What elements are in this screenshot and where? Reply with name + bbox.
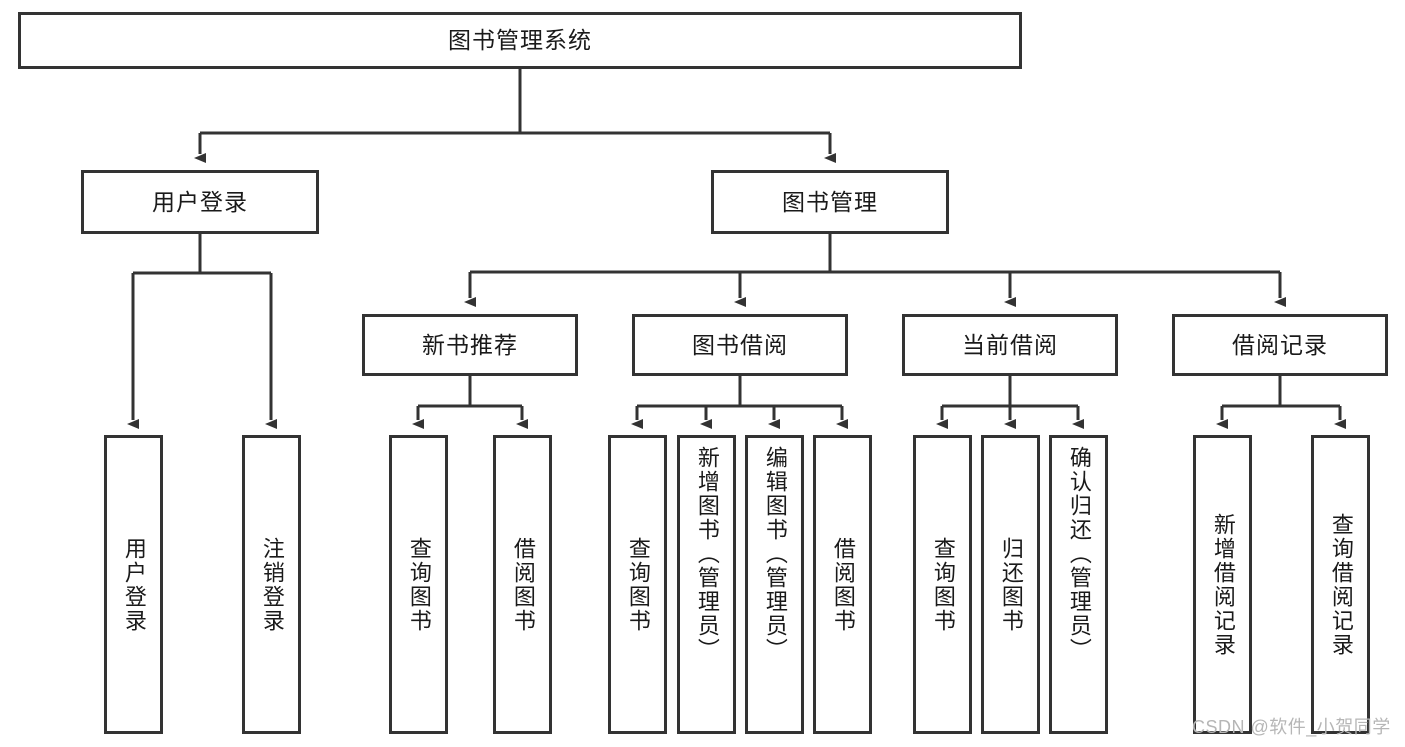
leaf-label: 注销登录 [259, 536, 285, 633]
leaf-edit-book-admin[interactable]: 编辑图书（管理员） [745, 435, 804, 734]
leaf-user-login[interactable]: 用户登录 [104, 435, 163, 734]
node-root-book-management-system[interactable]: 图书管理系统 [18, 12, 1022, 69]
csdn-watermark: CSDN @软件_小贺同学 [1192, 717, 1391, 737]
node-label: 图书管理 [782, 188, 878, 215]
node-borrow-record[interactable]: 借阅记录 [1172, 314, 1388, 376]
leaf-borrow-book-recommend[interactable]: 借阅图书 [493, 435, 552, 734]
leaf-label: 新增图书（管理员） [694, 446, 720, 662]
node-label: 新书推荐 [422, 331, 518, 358]
node-current-borrow[interactable]: 当前借阅 [902, 314, 1118, 376]
leaf-label: 新增借阅记录 [1210, 512, 1236, 657]
leaf-label: 编辑图书（管理员） [762, 446, 788, 662]
leaf-label: 归还图书 [998, 536, 1024, 633]
leaf-label: 用户登录 [121, 536, 147, 633]
node-book-borrow[interactable]: 图书借阅 [632, 314, 848, 376]
leaf-borrow-book[interactable]: 借阅图书 [813, 435, 872, 734]
leaf-confirm-return-admin[interactable]: 确认归还（管理员） [1049, 435, 1108, 734]
leaf-label: 查询借阅记录 [1328, 512, 1354, 657]
leaf-label: 借阅图书 [830, 536, 856, 633]
node-label: 当前借阅 [962, 331, 1058, 358]
leaf-query-book-current[interactable]: 查询图书 [913, 435, 972, 734]
node-user-login[interactable]: 用户登录 [81, 170, 319, 234]
leaf-add-borrow-record[interactable]: 新增借阅记录 [1193, 435, 1252, 734]
node-book-management[interactable]: 图书管理 [711, 170, 949, 234]
leaf-label: 查询图书 [406, 536, 432, 633]
node-label: 用户登录 [152, 188, 248, 215]
leaf-label: 确认归还（管理员） [1066, 446, 1092, 662]
leaf-query-book-recommend[interactable]: 查询图书 [389, 435, 448, 734]
leaf-logout[interactable]: 注销登录 [242, 435, 301, 734]
leaf-label: 查询图书 [930, 536, 956, 633]
leaf-return-book[interactable]: 归还图书 [981, 435, 1040, 734]
leaf-add-book-admin[interactable]: 新增图书（管理员） [677, 435, 736, 734]
leaf-query-borrow-record[interactable]: 查询借阅记录 [1311, 435, 1370, 734]
leaf-query-book-borrow[interactable]: 查询图书 [608, 435, 667, 734]
node-new-book-recommend[interactable]: 新书推荐 [362, 314, 578, 376]
node-label: 图书管理系统 [448, 27, 592, 54]
leaf-label: 查询图书 [625, 536, 651, 633]
node-label: 借阅记录 [1232, 331, 1328, 358]
leaf-label: 借阅图书 [510, 536, 536, 633]
node-label: 图书借阅 [692, 331, 788, 358]
